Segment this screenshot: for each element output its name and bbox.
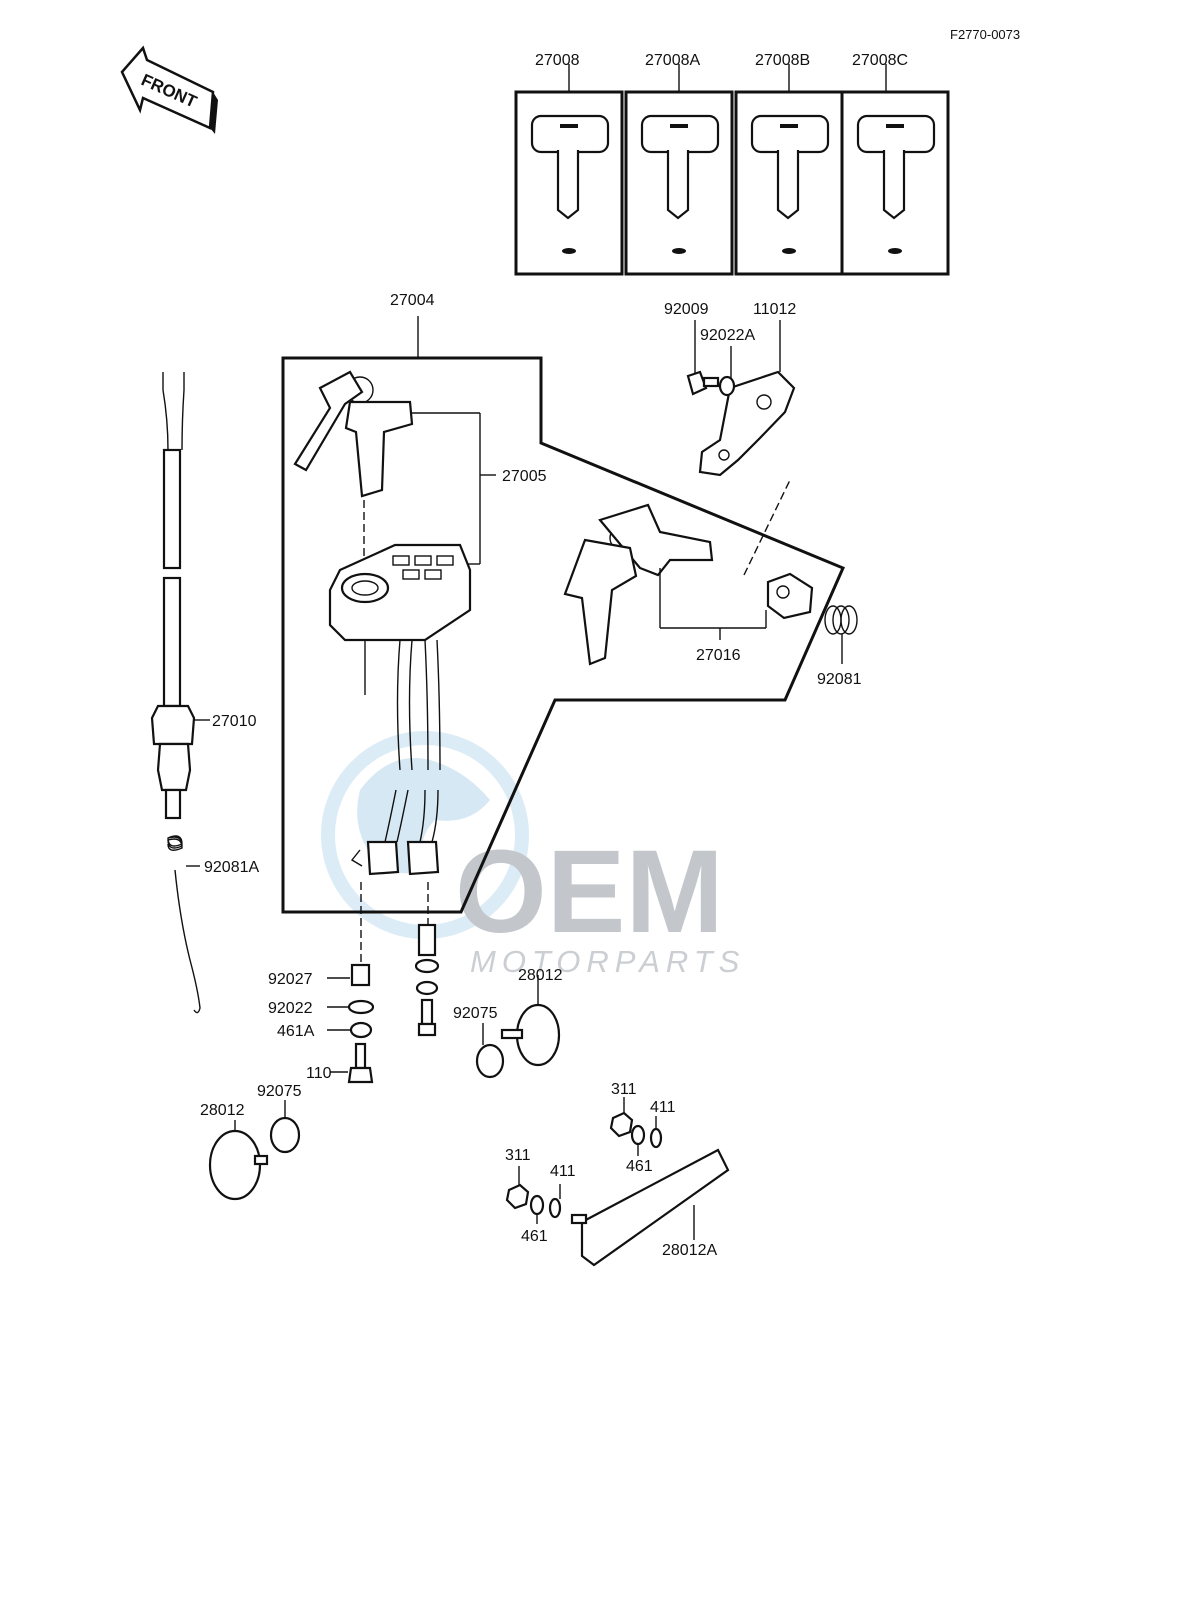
switch-27010	[150, 372, 210, 820]
label-92081: 92081	[817, 671, 862, 688]
washer-461-upper	[630, 1124, 646, 1156]
bolt-110	[330, 1042, 374, 1084]
label-28012-right: 28012	[518, 967, 563, 984]
label-92009: 92009	[664, 301, 709, 318]
label-27008A: 27008A	[645, 52, 700, 69]
label-461-lower: 461	[521, 1228, 548, 1245]
label-27010: 27010	[212, 713, 257, 730]
washer-411-upper	[649, 1116, 663, 1149]
watermark-subtitle: MOTORPARTS	[470, 944, 745, 979]
label-92022: 92022	[268, 1000, 313, 1017]
label-27016: 27016	[696, 647, 741, 664]
label-311-upper: 311	[611, 1081, 637, 1098]
label-28012A: 28012A	[662, 1242, 717, 1259]
label-27008: 27008	[535, 52, 580, 69]
label-92027: 92027	[268, 971, 313, 988]
front-arrow-icon: FRONT	[120, 45, 218, 134]
label-311-lower: 311	[505, 1147, 531, 1164]
washer-461A	[327, 1021, 373, 1039]
label-92075-left: 92075	[257, 1083, 302, 1100]
key-set-27016	[563, 503, 767, 666]
label-461-upper: 461	[626, 1158, 653, 1175]
label-411-upper: 411	[650, 1099, 676, 1116]
nut-311-lower	[505, 1166, 530, 1210]
reflector-28012-right	[500, 975, 561, 1067]
collar-92027	[327, 963, 371, 987]
washer-461-lower	[529, 1194, 545, 1224]
assembly-27004-frame	[281, 356, 845, 914]
label-11012: 11012	[753, 301, 796, 318]
label-411-lower: 411	[550, 1163, 576, 1180]
washer-92075-right	[475, 1023, 505, 1079]
washer-92022A	[718, 346, 736, 397]
label-92081A: 92081A	[204, 859, 259, 876]
screw-92009	[686, 320, 720, 396]
key-card-27008B	[734, 64, 844, 276]
key-card-27008A	[624, 64, 734, 276]
watermark-brand: OEM	[455, 826, 724, 958]
bracket-11012	[698, 320, 796, 477]
figure-code: F2770-0073	[950, 27, 1020, 42]
key-set-27005	[293, 370, 496, 565]
washer-411-lower	[548, 1184, 562, 1219]
label-28012-left: 28012	[200, 1102, 245, 1119]
label-110: 110	[306, 1065, 332, 1082]
key-icon	[640, 114, 720, 220]
nut-311-upper	[609, 1097, 634, 1138]
label-461A: 461A	[277, 1023, 315, 1040]
key-icon	[750, 114, 830, 220]
key-icon	[530, 114, 610, 220]
label-92075-right: 92075	[453, 1005, 498, 1022]
label-92022A: 92022A	[700, 327, 755, 344]
key-icon	[856, 114, 936, 220]
fastener-stack-right	[414, 923, 440, 1037]
label-27005: 27005	[502, 468, 547, 485]
washer-92075-left	[269, 1100, 301, 1154]
label-27008B: 27008B	[755, 52, 810, 69]
spring-92081A	[167, 835, 201, 1014]
key-cards: 27008 27008A 27008B	[514, 52, 950, 276]
spring-92081	[824, 605, 858, 664]
key-card-27008	[514, 64, 624, 276]
reflector-28012-left	[208, 1120, 269, 1201]
lock-cylinder	[743, 479, 814, 620]
reflector-28012A	[570, 1148, 730, 1267]
washer-92022	[327, 999, 375, 1015]
label-27004: 27004	[390, 292, 435, 309]
label-27008C: 27008C	[852, 52, 908, 69]
ignition-switch	[328, 500, 472, 965]
key-card-27008C	[840, 64, 950, 276]
